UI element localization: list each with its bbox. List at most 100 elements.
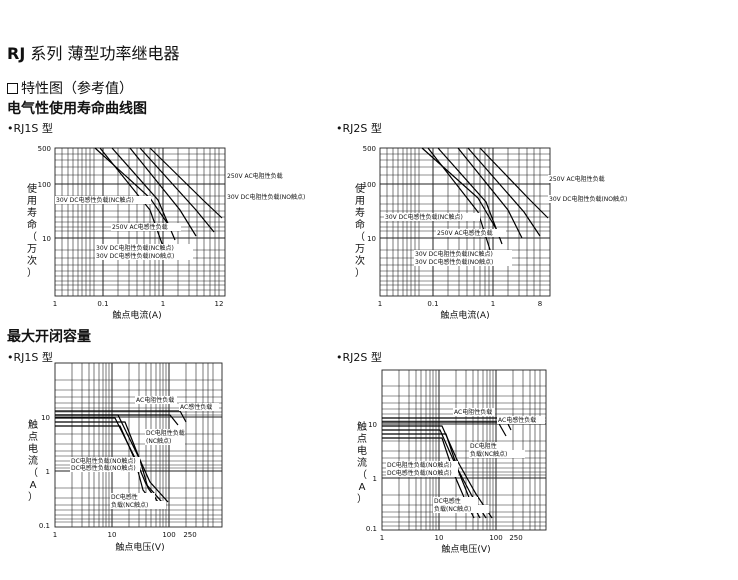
chart4-ylabel: 触 点 电 流 （ A ） (357, 420, 367, 505)
chart1-x-ticks: 1 0.1 1 12 (53, 300, 224, 308)
chart1-label-dc-inductive-nc: 30V DC电感性负载(NC触点) (56, 196, 134, 204)
chart2-ytick: 100 (363, 181, 376, 189)
chart1-ylabel-char: 寿 (27, 206, 37, 219)
chart4-capacity-rj2s: 10 1 0.1 1 10 100 250 触 点 电 流 （ A ） 触点电压… (357, 369, 547, 555)
chart2-label-ac-inductive: 250V AC电感性负载 (437, 229, 493, 237)
chart3-curve-labels: AC电阻性负载 AC感性负载 DC电阻性负载 (NC触点) DC电阻性负载(NO… (70, 396, 219, 509)
page-title: RJ 系列 薄型功率继电器 (7, 40, 179, 64)
chart4-label-dc-resistive: DC电阻性 (470, 442, 497, 450)
chart4-xtick: 10 (435, 534, 444, 542)
chart2-ylabel-char: 使 (355, 182, 365, 195)
chart4-ylabel-char: ） (357, 493, 367, 505)
chart1-ytick: 10 (42, 235, 51, 243)
chart3-curves (55, 410, 187, 503)
chart3-xtick: 250 (183, 531, 196, 539)
chart3-label-dc-inductive-no: DC电感性负载(NO触点) (71, 464, 136, 472)
chart2-curve-dc-inductive-no (427, 147, 493, 257)
chart2-ytick: 10 (367, 235, 376, 243)
chart4-ylabel-char: 电 (357, 444, 367, 457)
chart3-label-load-nc: 负载(NC触点) (111, 501, 148, 509)
chart3-xlabel: 触点电压(V) (115, 541, 164, 553)
chart2-curve-labels: 250V AC电阻性负载 30V DC电阻性负载(NO触点) 30V DC电感性… (384, 175, 646, 266)
chart1-xtick: 1 (53, 300, 57, 308)
section-title: 特性图（参考值） (7, 78, 133, 98)
chart2-xtick: 1 (491, 300, 495, 308)
chart1-ylabel-char: ） (27, 267, 37, 279)
chart1-ylabel-char: 次 (27, 254, 37, 267)
chart2-ytick: 500 (363, 145, 376, 153)
chart1-ylabel: 使 用 寿 命 （ 万 次 ） (27, 182, 37, 279)
chart1-label-ac-resistive: 250V AC电阻性负载 (227, 172, 283, 180)
chart4-ytick: 0.1 (366, 525, 377, 533)
chart2-xtick: 8 (538, 300, 542, 308)
chart2-life-rj2s: 500 100 10 1 0.1 1 8 使 用 寿 命 （ 万 次 ） 触点电… (355, 145, 646, 321)
chart2-ylabel-char: 用 (355, 196, 365, 207)
chart4-label-ac-inductive: AC电感性负载 (498, 416, 536, 424)
chart3-xtick: 100 (162, 531, 175, 539)
chart3-ylabel-char: 电 (28, 442, 38, 455)
chart1-ytick: 100 (38, 181, 51, 189)
chart2-grid (379, 147, 551, 297)
chart1-ylabel-char: 使 (27, 182, 37, 195)
chart4-ylabel-char: A (359, 482, 366, 493)
chart3-ylabel-char: 流 (28, 454, 38, 467)
checkbox-square-icon (7, 83, 18, 94)
switching-capacity-title: 最大开闭容量 (7, 329, 91, 345)
chart3-label-dc-inductive: DC电感性 (111, 493, 138, 501)
chart2-ylabel-char: 寿 (355, 206, 365, 219)
chart3-ytick: 10 (41, 414, 50, 422)
chart3-ylabel: 触 点 电 流 （ A ） (28, 418, 38, 503)
chart2-ylabel-char: 命 (355, 218, 365, 231)
chart3-y-ticks: 10 1 0.1 (39, 414, 50, 530)
chart2-xtick: 1 (378, 300, 382, 308)
chart4-y-ticks: 10 1 0.1 (366, 421, 377, 533)
chart2-curve-dc-resistive-no (467, 147, 541, 237)
chart4-ylabel-char: 点 (357, 433, 367, 445)
chart1-label-ac-inductive: 250V AC电感性负载 (112, 223, 168, 231)
chart1-label-dc-resistive-no: 30V DC电阻性负载(NO触点) (227, 193, 305, 201)
chart1-xtick: 1 (161, 300, 165, 308)
chart2-label-ac-resistive: 250V AC电阻性负载 (549, 175, 605, 183)
chart2-x-ticks: 1 0.1 1 8 (378, 300, 542, 308)
life-curve-title: 电气性使用寿命曲线图 (7, 101, 147, 117)
chart4-xtick: 100 (489, 534, 502, 542)
chart4-label-dc-inductive: DC电感性 (434, 497, 461, 505)
chart2-curve-ac-resistive (479, 147, 549, 219)
chart3-label-dc-resistive-load: DC电阻性负载 (146, 429, 185, 437)
chart3-x-ticks: 1 10 100 250 (53, 531, 197, 539)
chart4-type-label: •RJ2S 型 (336, 351, 382, 364)
chart4-curve-labels: AC电阻性负载 AC电感性负载 DC电阻性 负载(NC触点) DC电阻性负载(N… (386, 408, 545, 513)
chart1-curve-dc-resistive-no (139, 147, 215, 233)
chart1-life-rj1s: 500 100 10 1 0.1 1 12 使 用 寿 命 （ 万 次 ） 触点… (27, 145, 324, 321)
chart4-ytick: 10 (368, 421, 377, 429)
chart4-xtick: 250 (509, 534, 522, 542)
chart2-ylabel-char: （ (355, 231, 365, 243)
chart3-ylabel-char: A (30, 480, 37, 491)
chart2-type-label: •RJ2S 型 (336, 122, 382, 135)
chart1-label-dc-resistive-nc: 30V DC电阻性负载(NC触点) (96, 244, 174, 252)
chart4-label-dc-inductive-no: DC电感性负载(NO触点) (387, 469, 452, 477)
chart4-ylabel-char: （ (357, 469, 367, 481)
series-title: 系列 薄型功率继电器 (30, 44, 180, 63)
chart1-type-label: •RJ1S 型 (7, 122, 53, 135)
chart3-ylabel-char: 触 (28, 418, 38, 431)
chart2-ylabel-char: 次 (355, 254, 365, 267)
section-title-text: 特性图（参考值） (21, 81, 133, 97)
chart1-ytick: 500 (38, 145, 51, 153)
chart3-ylabel-char: （ (28, 467, 38, 479)
chart1-ylabel-char: 用 (27, 196, 37, 207)
chart2-curve-ac-inductive (457, 147, 523, 239)
chart4-label-dc-resistive-no: DC电阻性负载(NO触点) (387, 461, 452, 469)
chart3-ytick: 1 (46, 468, 50, 476)
chart3-label-dc-resistive-no: DC电阻性负载(NO触点) (71, 457, 136, 465)
chart1-curve-dc-inductive-no (99, 147, 166, 253)
chart4-label-load-nc: 负载(NC触点) (470, 450, 507, 458)
chart4-x-ticks: 1 10 100 250 (380, 534, 523, 542)
chart1-ylabel-char: 万 (27, 244, 37, 255)
chart3-label-nc-contact: (NC触点) (146, 437, 171, 445)
chart4-xtick: 1 (380, 534, 384, 542)
chart1-xlabel: 触点电流(A) (112, 309, 161, 321)
chart1-label-dc-inductive-no: 30V DC电感性负载(NO触点) (96, 252, 174, 260)
chart3-label-ac-inductive: AC感性负载 (180, 403, 212, 411)
chart3-ytick: 0.1 (39, 522, 50, 530)
